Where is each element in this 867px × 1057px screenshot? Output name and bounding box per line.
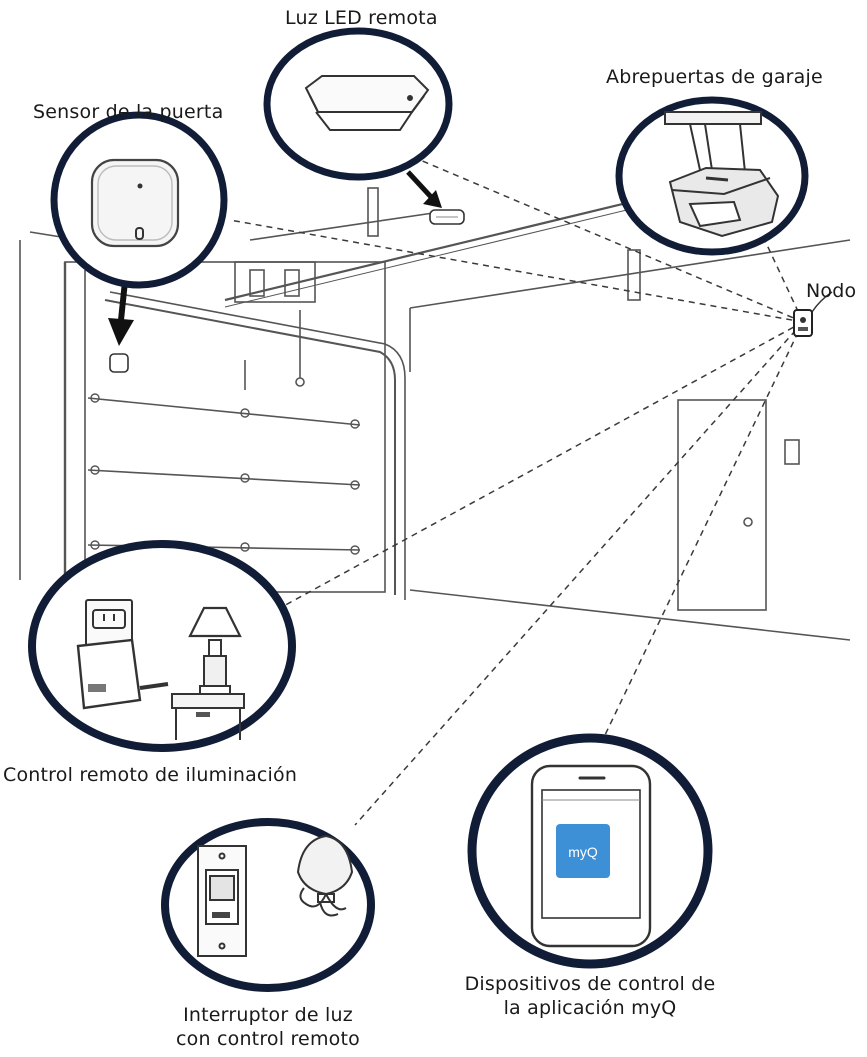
label-door-sensor: Sensor de la puerta <box>33 101 224 123</box>
signal-line-garage-opener <box>759 229 804 323</box>
ring-garage-opener <box>615 96 809 256</box>
light-switch-icon <box>197 834 354 957</box>
garage-structure <box>19 187 851 641</box>
ceiling-led-light <box>429 209 465 225</box>
arrow-led-light <box>406 170 442 208</box>
label-garage-opener: Abrepuertas de garaje <box>606 66 823 88</box>
myq-app-tile <box>556 824 610 878</box>
signal-line-app <box>604 321 804 736</box>
door-mounted-sensor <box>109 353 129 373</box>
ring-led-light <box>263 27 453 181</box>
label-hub: Nodo <box>806 280 857 302</box>
lamp-control-icon <box>76 599 245 740</box>
signal-line-led-light <box>419 159 804 323</box>
label-myq-app-line2: la aplicación myQ <box>503 997 677 1019</box>
signal-line-light-switch <box>354 321 804 826</box>
myq-logo-text: myQ <box>568 844 598 860</box>
ring-light-switch <box>161 818 375 992</box>
signal-lines <box>229 159 804 826</box>
signal-line-door-sensor <box>229 219 804 323</box>
label-light-switch: Interruptor de luz con control remoto <box>168 1003 368 1051</box>
garage-opener-icon <box>664 111 780 238</box>
ring-lamp-control <box>28 540 296 752</box>
label-myq-app: Dispositivos de control de la aplicación… <box>440 972 740 1020</box>
label-myq-app-line1: Dispositivos de control de <box>464 973 716 995</box>
label-lamp-control: Control remoto de iluminación <box>3 764 298 786</box>
ring-myq-app: myQ <box>467 733 713 969</box>
led-light-icon <box>304 75 430 131</box>
ring-door-sensor <box>50 111 228 289</box>
label-led-light: Luz LED remota <box>285 7 438 29</box>
signal-line-lamp-control <box>279 321 804 609</box>
hub-device <box>793 291 833 337</box>
label-light-switch-line1: Interruptor de luz <box>183 1004 353 1026</box>
label-light-switch-line2: con control remoto <box>176 1028 360 1050</box>
smartphone-icon: myQ <box>530 764 652 948</box>
door-sensor-icon <box>90 158 180 248</box>
